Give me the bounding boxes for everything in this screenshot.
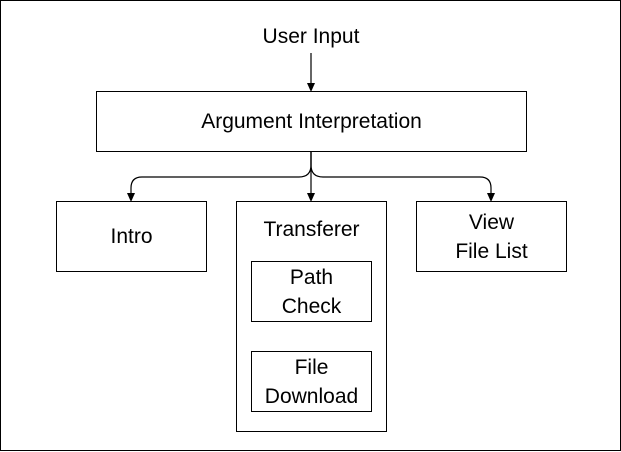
arrow-user-input-to-argument <box>307 53 315 92</box>
argument-interpretation-box: Argument Interpretation <box>96 91 527 152</box>
path-check-box: Path Check <box>251 261 372 322</box>
arrow-argument-to-view-file-list <box>310 151 495 202</box>
view-file-list-text-line2: File List <box>455 239 528 263</box>
user-input-text: User Input <box>262 25 360 48</box>
intro-box: Intro <box>56 201 207 272</box>
arrow-argument-to-intro <box>127 151 312 202</box>
file-download-text-line2: Download <box>264 384 359 408</box>
user-input-label: User Input <box>231 22 391 51</box>
intro-text: Intro <box>110 225 153 248</box>
argument-interpretation-text: Argument Interpretation <box>201 110 422 133</box>
path-check-text-line1: Path <box>289 265 334 289</box>
file-download-text-line1: File <box>294 355 329 379</box>
transferer-text: Transferer <box>263 218 360 241</box>
view-file-list-box: View File List <box>416 201 567 272</box>
transferer-label: Transferer <box>236 215 387 244</box>
view-file-list-text-line1: View <box>468 210 515 234</box>
file-download-box: File Download <box>251 351 372 412</box>
path-check-text-line2: Check <box>281 294 342 318</box>
